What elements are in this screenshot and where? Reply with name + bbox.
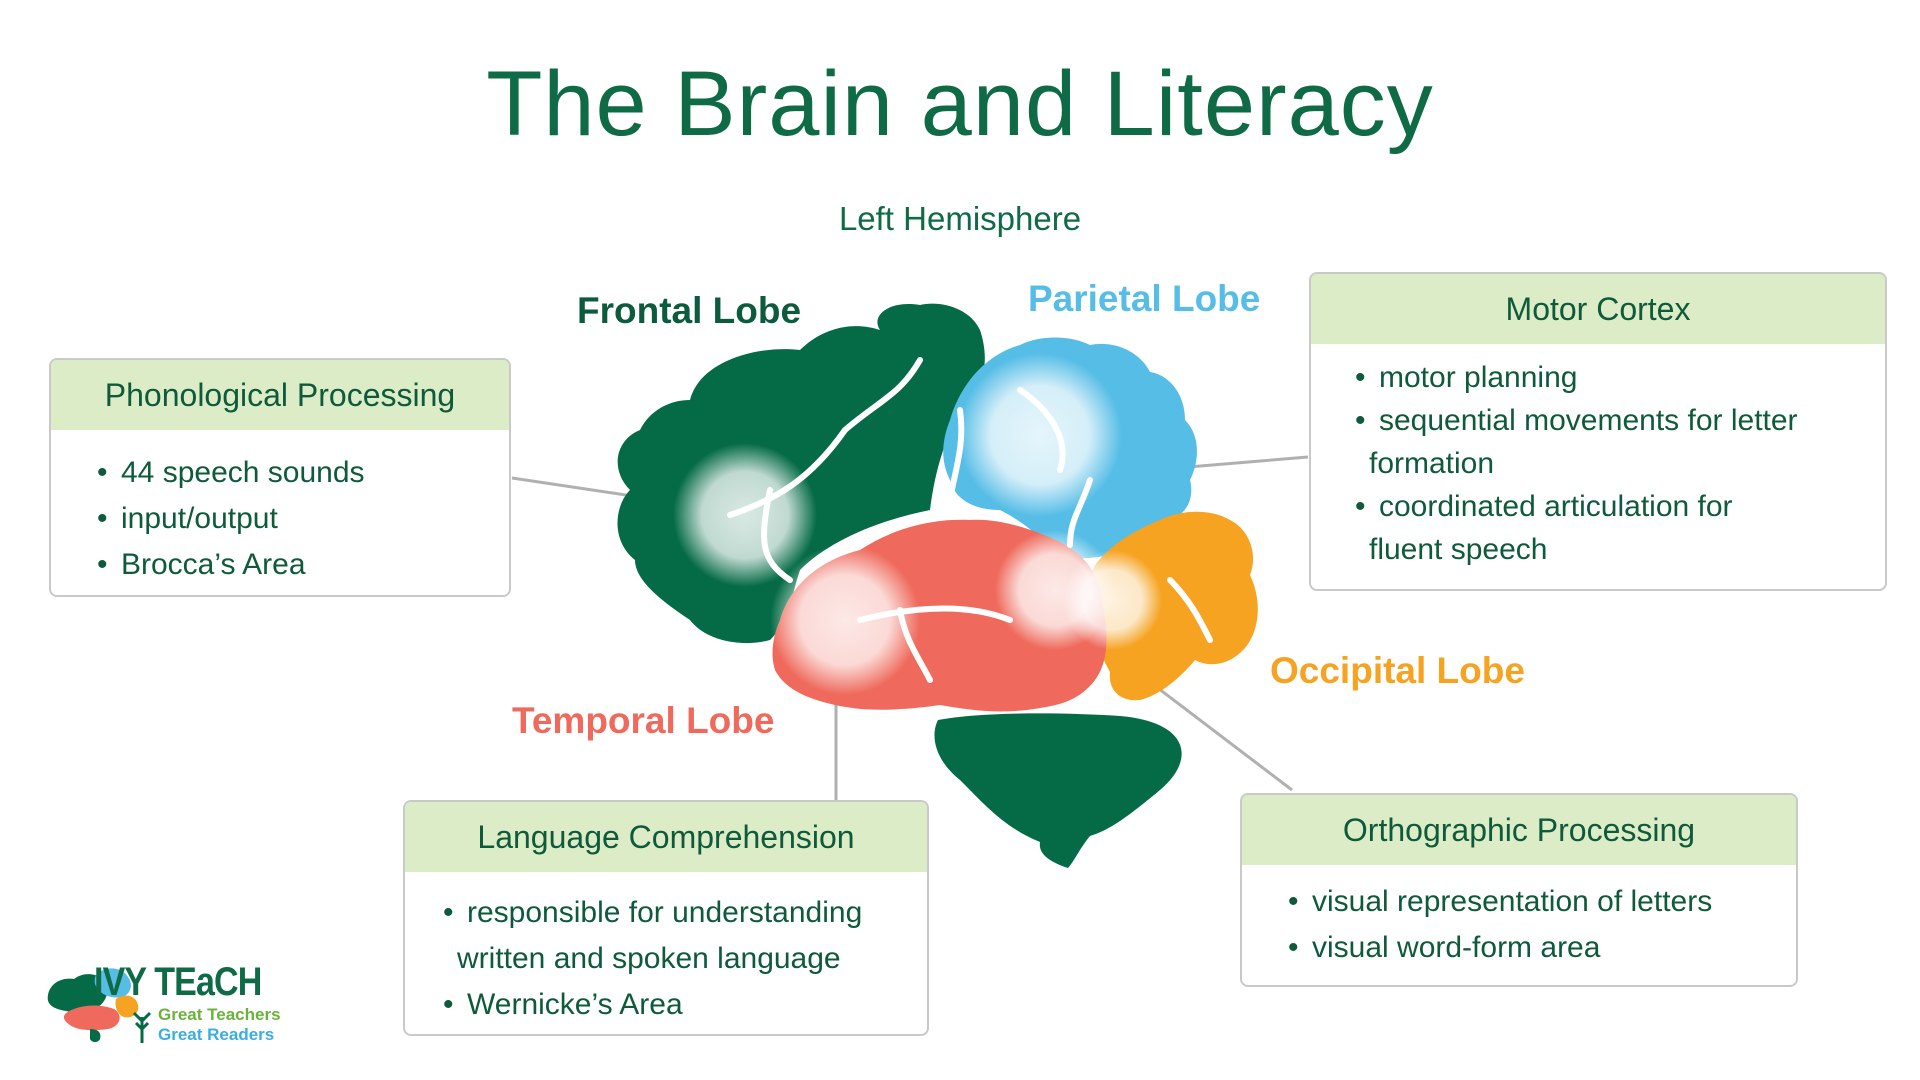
motor-cortex-box: Motor Cortex •motor planning •sequential… <box>1309 272 1887 591</box>
orthographic-processing-box: Orthographic Processing •visual represen… <box>1240 793 1798 987</box>
list-item: •motor planning <box>1355 361 1578 394</box>
glow-brocca <box>673 443 817 587</box>
list-item: •Wernicke’s Area <box>443 988 683 1021</box>
list-item: •44 speech sounds <box>97 456 365 489</box>
list-item: •visual representation of letters <box>1288 885 1713 918</box>
cerebellum-brainstem <box>934 713 1182 868</box>
glow-motor <box>958 353 1122 517</box>
language-comprehension-list: •responsible for understanding written a… <box>405 872 927 1028</box>
brain-logo-icon <box>47 968 152 1043</box>
orthographic-processing-heading: Orthographic Processing <box>1242 795 1796 865</box>
temporal-lobe-label: Temporal Lobe <box>512 700 775 741</box>
parietal-lobe-label: Parietal Lobe <box>1028 278 1261 319</box>
logo-tagline-readers: Great Readers <box>158 1025 275 1044</box>
frontal-lobe-label: Frontal Lobe <box>577 290 802 331</box>
list-item: •sequential movements for letter <box>1355 404 1798 437</box>
orthographic-processing-list: •visual representation of letters •visua… <box>1242 865 1796 971</box>
language-comprehension-heading: Language Comprehension <box>405 802 927 872</box>
list-item: •coordinated articulation for <box>1355 490 1733 523</box>
list-item: •visual word-form area <box>1288 931 1601 964</box>
phonological-processing-heading: Phonological Processing <box>51 360 509 430</box>
logo-wordmark: IVY TEaCH <box>94 960 262 1004</box>
list-item: •responsible for understanding <box>443 896 863 929</box>
phonological-processing-box: Phonological Processing •44 speech sound… <box>49 358 511 597</box>
language-comprehension-box: Language Comprehension •responsible for … <box>403 800 929 1036</box>
phonological-processing-list: •44 speech sounds •input/output •Brocca’… <box>51 430 509 588</box>
list-item: •Brocca’s Area <box>97 548 306 581</box>
list-item-continuation: fluent speech <box>1369 533 1548 566</box>
glow-visual-word-form <box>1062 550 1162 650</box>
motor-cortex-list: •motor planning •sequential movements fo… <box>1311 344 1885 571</box>
glow-wernicke <box>770 545 920 695</box>
occipital-lobe-label: Occipital Lobe <box>1270 650 1525 691</box>
motor-cortex-heading: Motor Cortex <box>1311 274 1885 344</box>
hemisphere-subtitle: Left Hemisphere <box>838 200 1082 237</box>
list-item-continuation: formation <box>1369 447 1495 480</box>
logo-tagline-teachers: Great Teachers <box>158 1005 281 1024</box>
list-item: •input/output <box>97 502 278 535</box>
page-title: The Brain and Literacy <box>486 53 1434 155</box>
list-item-continuation: written and spoken language <box>457 942 841 975</box>
